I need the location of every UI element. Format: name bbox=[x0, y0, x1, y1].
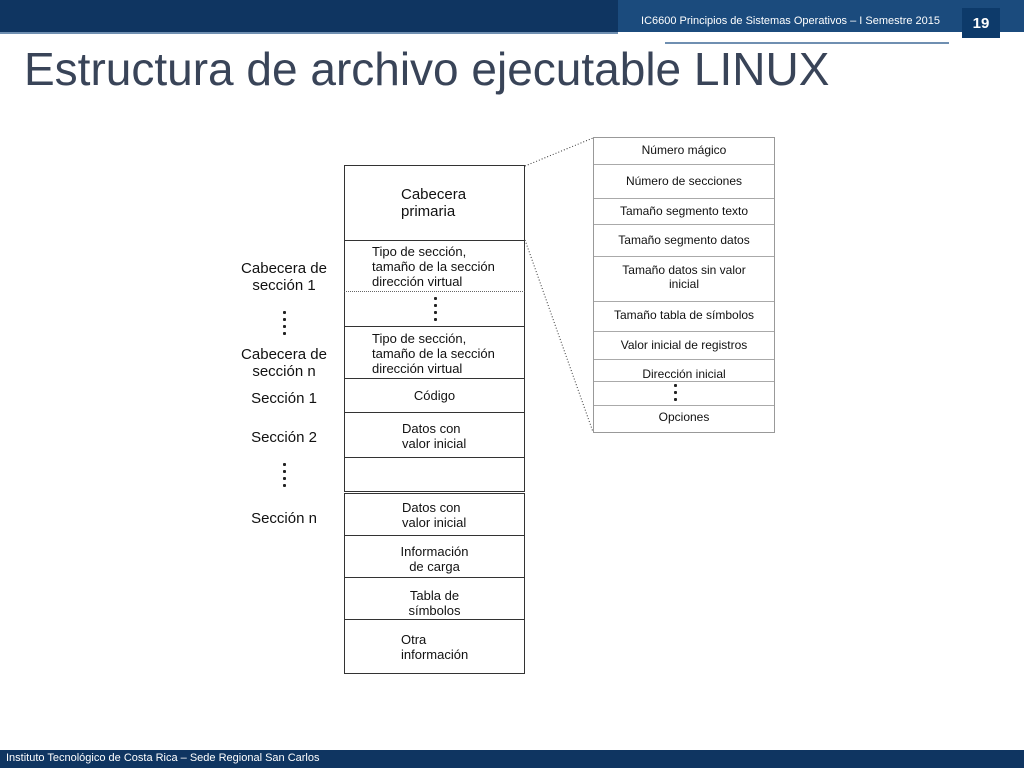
label-section-n: Sección n bbox=[251, 510, 317, 527]
connector-bottom-line bbox=[524, 239, 594, 433]
field-symbol-table-size: Tamaño tabla de símbolos bbox=[613, 308, 755, 322]
slide-title: Estructura de archivo ejecutable LINUX bbox=[24, 43, 830, 95]
field-row-bss-size: Tamaño datos sin valor inicial bbox=[594, 256, 774, 302]
field-row-magic: Número mágico bbox=[594, 138, 774, 165]
label-section-header-1: Cabecera de sección 1 bbox=[241, 260, 327, 294]
block-initialized-data-1: Datos con valor inicial bbox=[344, 412, 525, 458]
field-number-of-sections: Número de secciones bbox=[625, 174, 743, 188]
block-section-headers-gap bbox=[344, 291, 525, 327]
block-code: Código bbox=[344, 378, 525, 413]
initialized-data-1-text: Datos con valor inicial bbox=[402, 421, 467, 451]
field-row-entry: Dirección inicial bbox=[594, 359, 774, 382]
block-empty-section bbox=[344, 457, 525, 492]
field-row-registers: Valor inicial de registros bbox=[594, 331, 774, 360]
block-section-type-1: Tipo de sección, tamaño de la sección di… bbox=[344, 240, 525, 292]
code-text: Código bbox=[413, 388, 456, 403]
section-type-n-text: Tipo de sección, tamaño de la sección di… bbox=[372, 331, 495, 376]
label-section-header-n: Cabecera de sección n bbox=[241, 346, 327, 380]
block-load-info: Información de carga bbox=[344, 535, 525, 578]
top-bar-left bbox=[0, 0, 618, 32]
field-text-segment-size: Tamaño segmento texto bbox=[619, 204, 749, 218]
field-initial-register-values: Valor inicial de registros bbox=[620, 338, 748, 352]
footer-institution: Instituto Tecnológico de Costa Rica – Se… bbox=[6, 752, 320, 764]
block-primary-header: Cabecera primaria bbox=[344, 165, 525, 241]
primary-header-fields-table: Número mágico Número de secciones Tamaño… bbox=[593, 137, 775, 433]
load-info-text: Información de carga bbox=[400, 544, 469, 574]
block-section-type-n: Tipo de sección, tamaño de la sección di… bbox=[344, 326, 525, 379]
title-rule-left bbox=[0, 32, 618, 34]
other-info-text: Otra información bbox=[401, 632, 469, 662]
course-header: IC6600 Principios de Sistemas Operativos… bbox=[641, 15, 940, 27]
block-initialized-data-n: Datos con valor inicial bbox=[344, 493, 525, 536]
field-row-text-size: Tamaño segmento texto bbox=[594, 198, 774, 225]
top-bar-right bbox=[618, 0, 1024, 32]
label-section-2: Sección 2 bbox=[251, 429, 317, 446]
title-rule-right bbox=[665, 42, 949, 44]
label-section-1: Sección 1 bbox=[251, 390, 317, 407]
connector-top-line bbox=[524, 137, 594, 167]
field-row-data-size: Tamaño segmento datos bbox=[594, 224, 774, 257]
vertical-ellipsis-block bbox=[434, 297, 437, 321]
field-entry-address: Dirección inicial bbox=[642, 367, 726, 381]
block-other-info: Otra información bbox=[344, 619, 525, 674]
vertical-ellipsis-left-1 bbox=[283, 311, 286, 335]
field-row-sections: Número de secciones bbox=[594, 164, 774, 199]
primary-header-text: Cabecera primaria bbox=[401, 186, 467, 220]
initialized-data-n-text: Datos con valor inicial bbox=[402, 500, 467, 530]
top-bar: IC6600 Principios de Sistemas Operativos… bbox=[0, 0, 1024, 32]
field-uninitialized-data-size: Tamaño datos sin valor inicial bbox=[622, 263, 746, 291]
field-row-symtab-size: Tamaño tabla de símbolos bbox=[594, 301, 774, 332]
vertical-ellipsis-left-2 bbox=[283, 463, 286, 487]
field-row-options: Opciones bbox=[594, 405, 774, 433]
field-data-segment-size: Tamaño segmento datos bbox=[618, 233, 750, 247]
symbol-table-text: Tabla de símbolos bbox=[408, 588, 461, 618]
block-symbol-table: Tabla de símbolos bbox=[344, 577, 525, 620]
field-options: Opciones bbox=[658, 410, 710, 424]
field-row-gap bbox=[594, 381, 774, 406]
vertical-ellipsis-table bbox=[674, 384, 677, 401]
field-magic-number: Número mágico bbox=[641, 143, 727, 157]
section-type-1-text: Tipo de sección, tamaño de la sección di… bbox=[372, 244, 495, 289]
bottom-bar bbox=[0, 750, 1024, 768]
slide-number: 19 bbox=[962, 8, 1000, 38]
